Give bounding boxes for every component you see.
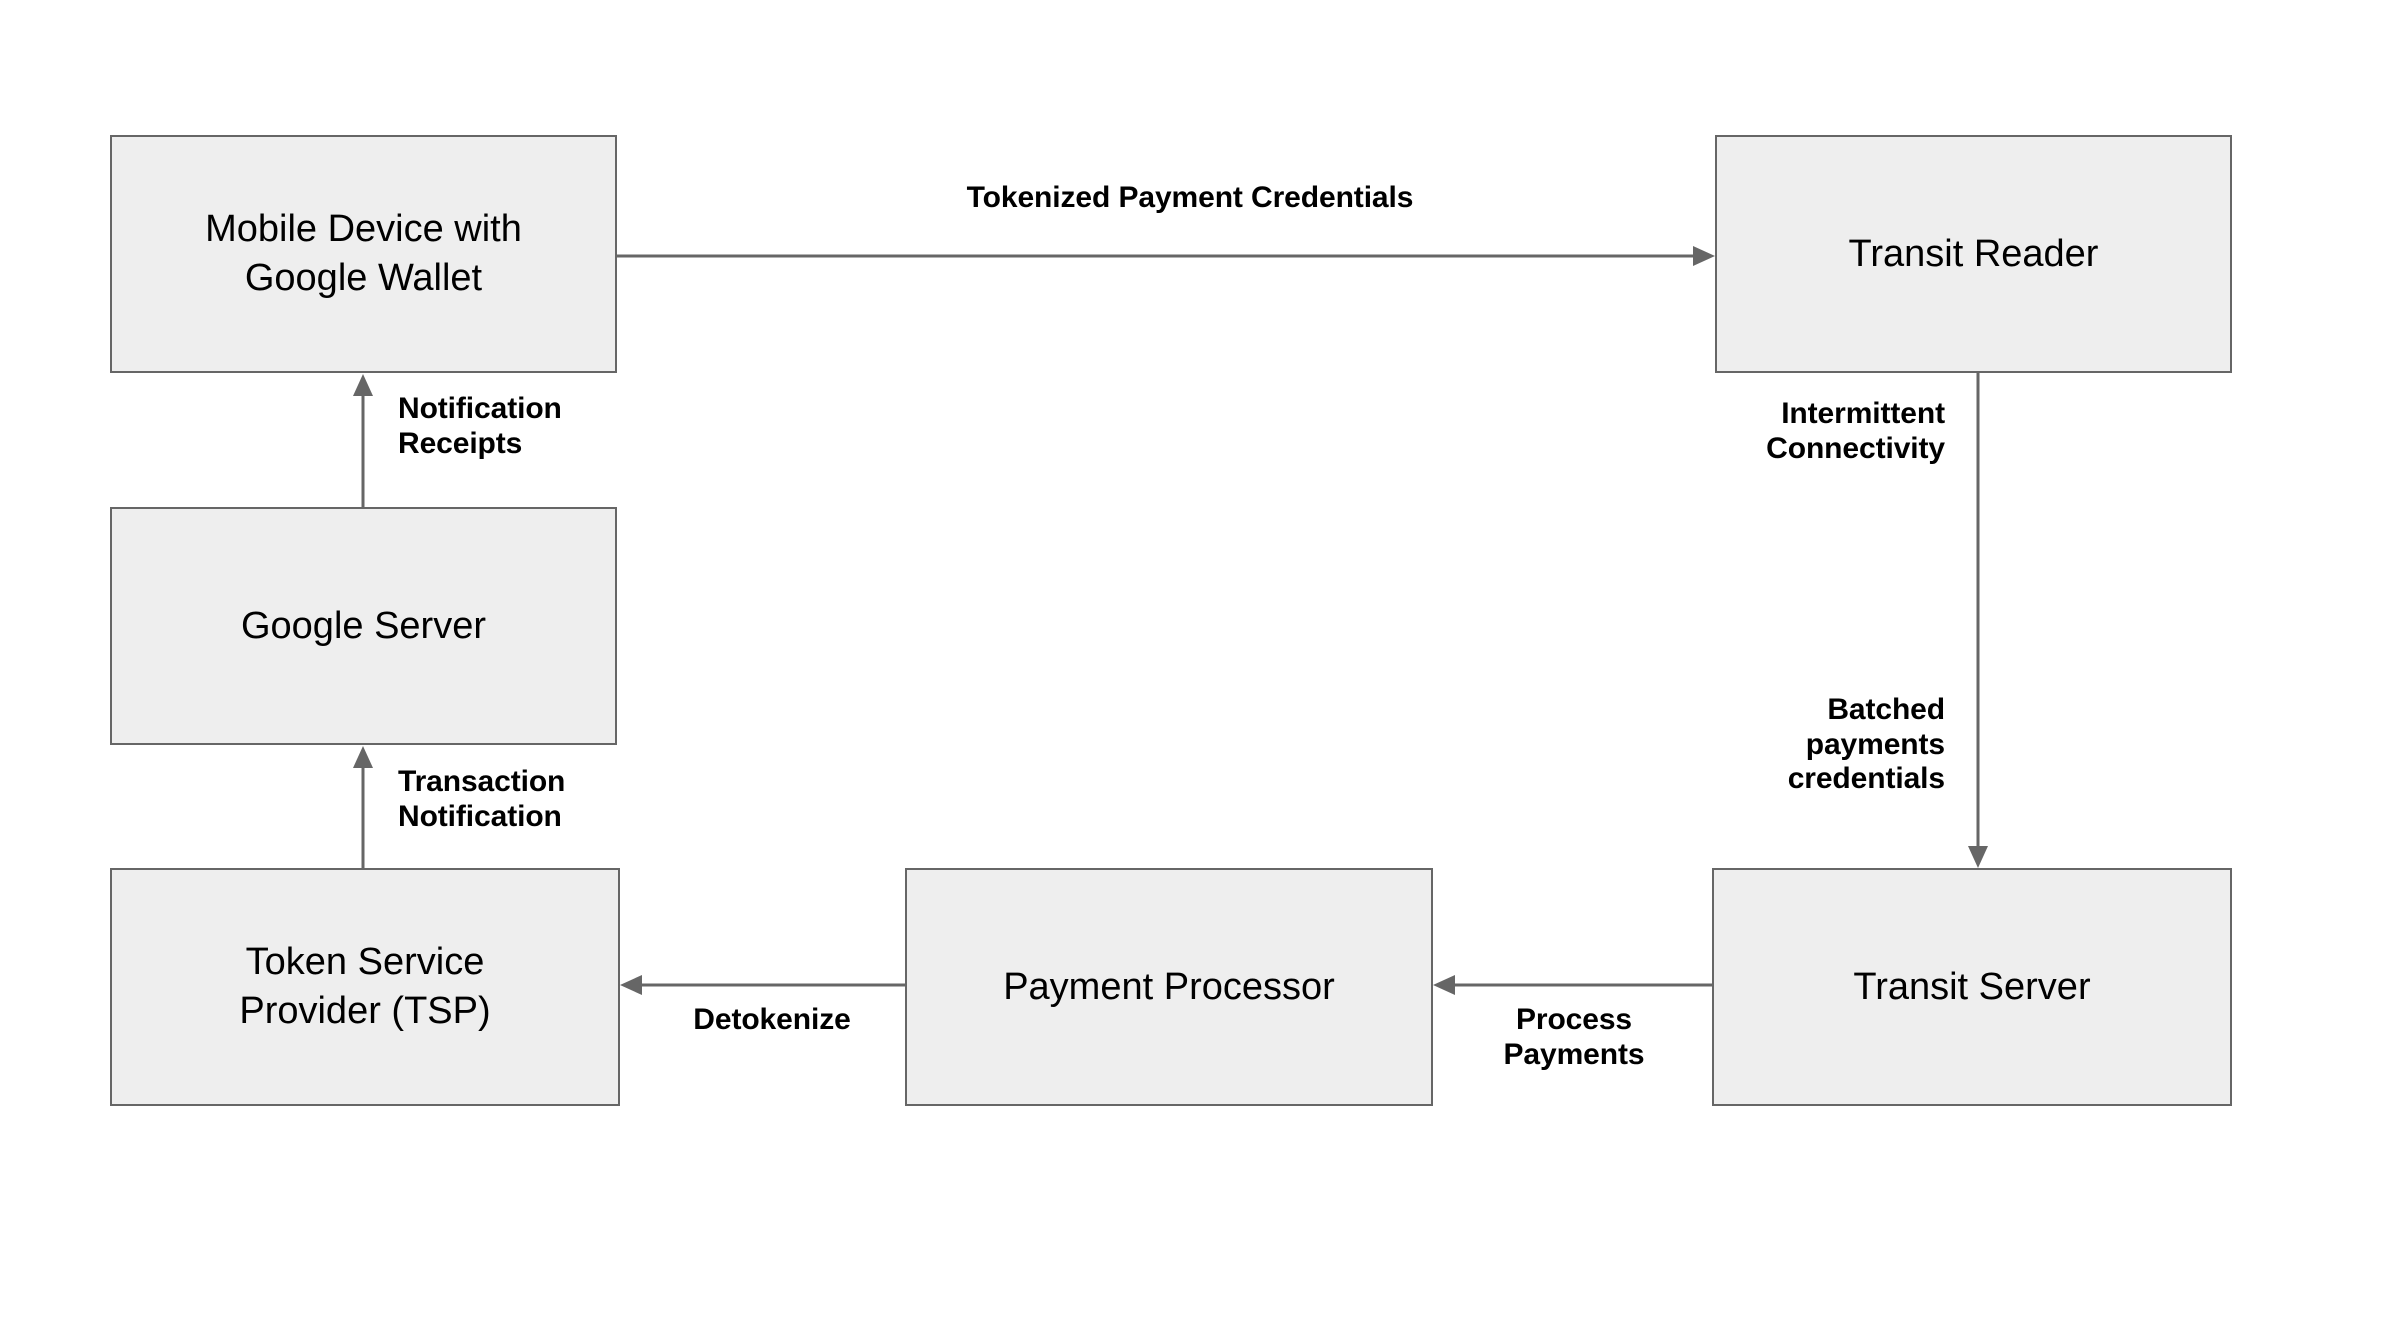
edge-label-intermittent-connectivity: Intermittent Connectivity xyxy=(1766,397,1945,465)
connector-google-to-mobile xyxy=(353,374,373,507)
node-mobile-device[interactable]: Mobile Device with Google Wallet xyxy=(110,135,617,373)
connector-tsp-to-google xyxy=(353,746,373,868)
edge-label-process-payments: Process Payments xyxy=(1503,1003,1645,1071)
node-token-service-provider[interactable]: Token Service Provider (TSP) xyxy=(110,868,620,1106)
connector-reader-to-server xyxy=(1968,373,1988,868)
edge-label-tokenized-payment-credentials: Tokenized Payment Credentials xyxy=(966,181,1414,214)
node-transit-server[interactable]: Transit Server xyxy=(1712,868,2232,1106)
connector-mobile-to-reader xyxy=(617,246,1715,266)
edge-label-detokenize: Detokenize xyxy=(693,1003,851,1036)
node-payment-processor[interactable]: Payment Processor xyxy=(905,868,1433,1106)
edge-label-batched-payments-credentials: Batched payments credentials xyxy=(1787,693,1945,795)
connector-processor-to-tsp xyxy=(620,975,905,995)
edge-label-transaction-notification: Transaction Notification xyxy=(398,765,566,833)
node-google-server[interactable]: Google Server xyxy=(110,507,617,745)
edge-label-notification-receipts: Notification Receipts xyxy=(398,392,562,460)
node-transit-reader[interactable]: Transit Reader xyxy=(1715,135,2232,373)
connector-server-to-processor xyxy=(1433,975,1712,995)
